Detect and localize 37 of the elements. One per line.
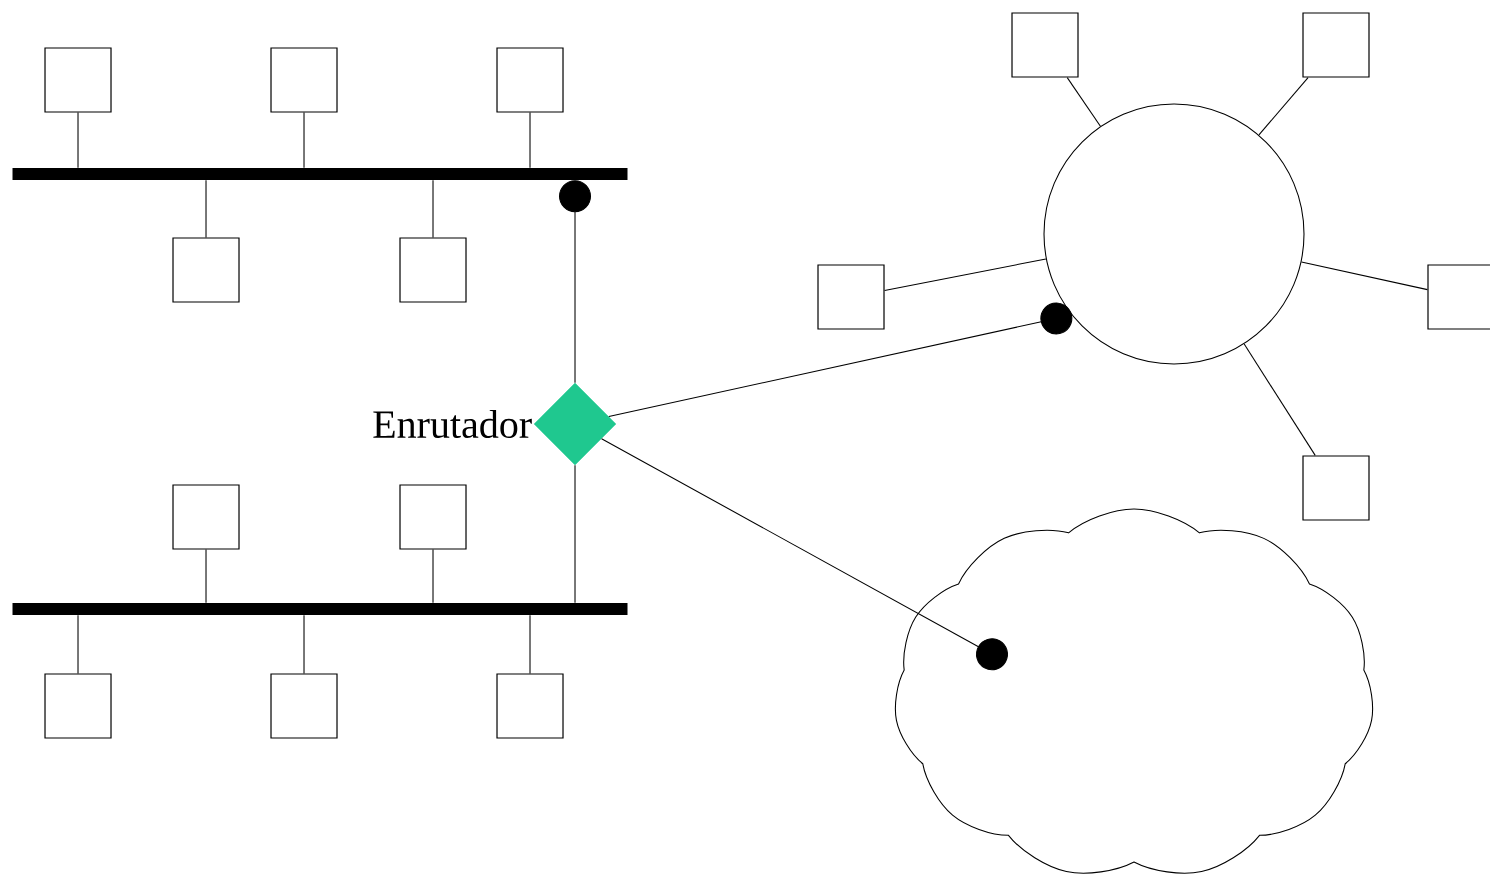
- connector-line: [601, 438, 1008, 671]
- connector-line: [529, 112, 531, 169]
- connector-line: [529, 614, 531, 674]
- station-box: [1427, 264, 1490, 330]
- connector-line: [205, 549, 207, 604]
- station-box: [399, 237, 467, 303]
- connector-line: [77, 614, 79, 674]
- connector-line: [1243, 343, 1316, 456]
- station-box: [496, 673, 564, 739]
- station-box: [399, 484, 467, 550]
- station-box: [1302, 12, 1370, 78]
- connector-line: [303, 112, 305, 169]
- station-box: [1011, 12, 1079, 78]
- station-box: [44, 673, 112, 739]
- connector-line: [77, 112, 79, 169]
- connector-line: [574, 464, 576, 604]
- connector-line: [205, 179, 207, 238]
- node-label: Enrutador: [373, 409, 532, 439]
- station-box: [1302, 455, 1370, 521]
- connector-line: [1066, 77, 1101, 127]
- connector-line: [1300, 261, 1428, 291]
- connector-line: [884, 258, 1047, 291]
- station-box: [172, 237, 240, 303]
- station-box: [44, 47, 112, 113]
- ring-circle: [1043, 103, 1305, 365]
- station-box: [496, 47, 564, 113]
- connector-line: [432, 179, 434, 238]
- connector-line: [559, 180, 591, 384]
- station-box: [270, 673, 338, 739]
- connector-line: [1258, 77, 1309, 136]
- connector-line: [608, 302, 1073, 418]
- station-box: [270, 47, 338, 113]
- connector-line: [303, 614, 305, 674]
- station-box: [817, 264, 885, 330]
- network-cloud: [894, 508, 1374, 874]
- connector-line: [432, 549, 434, 604]
- station-box: [172, 484, 240, 550]
